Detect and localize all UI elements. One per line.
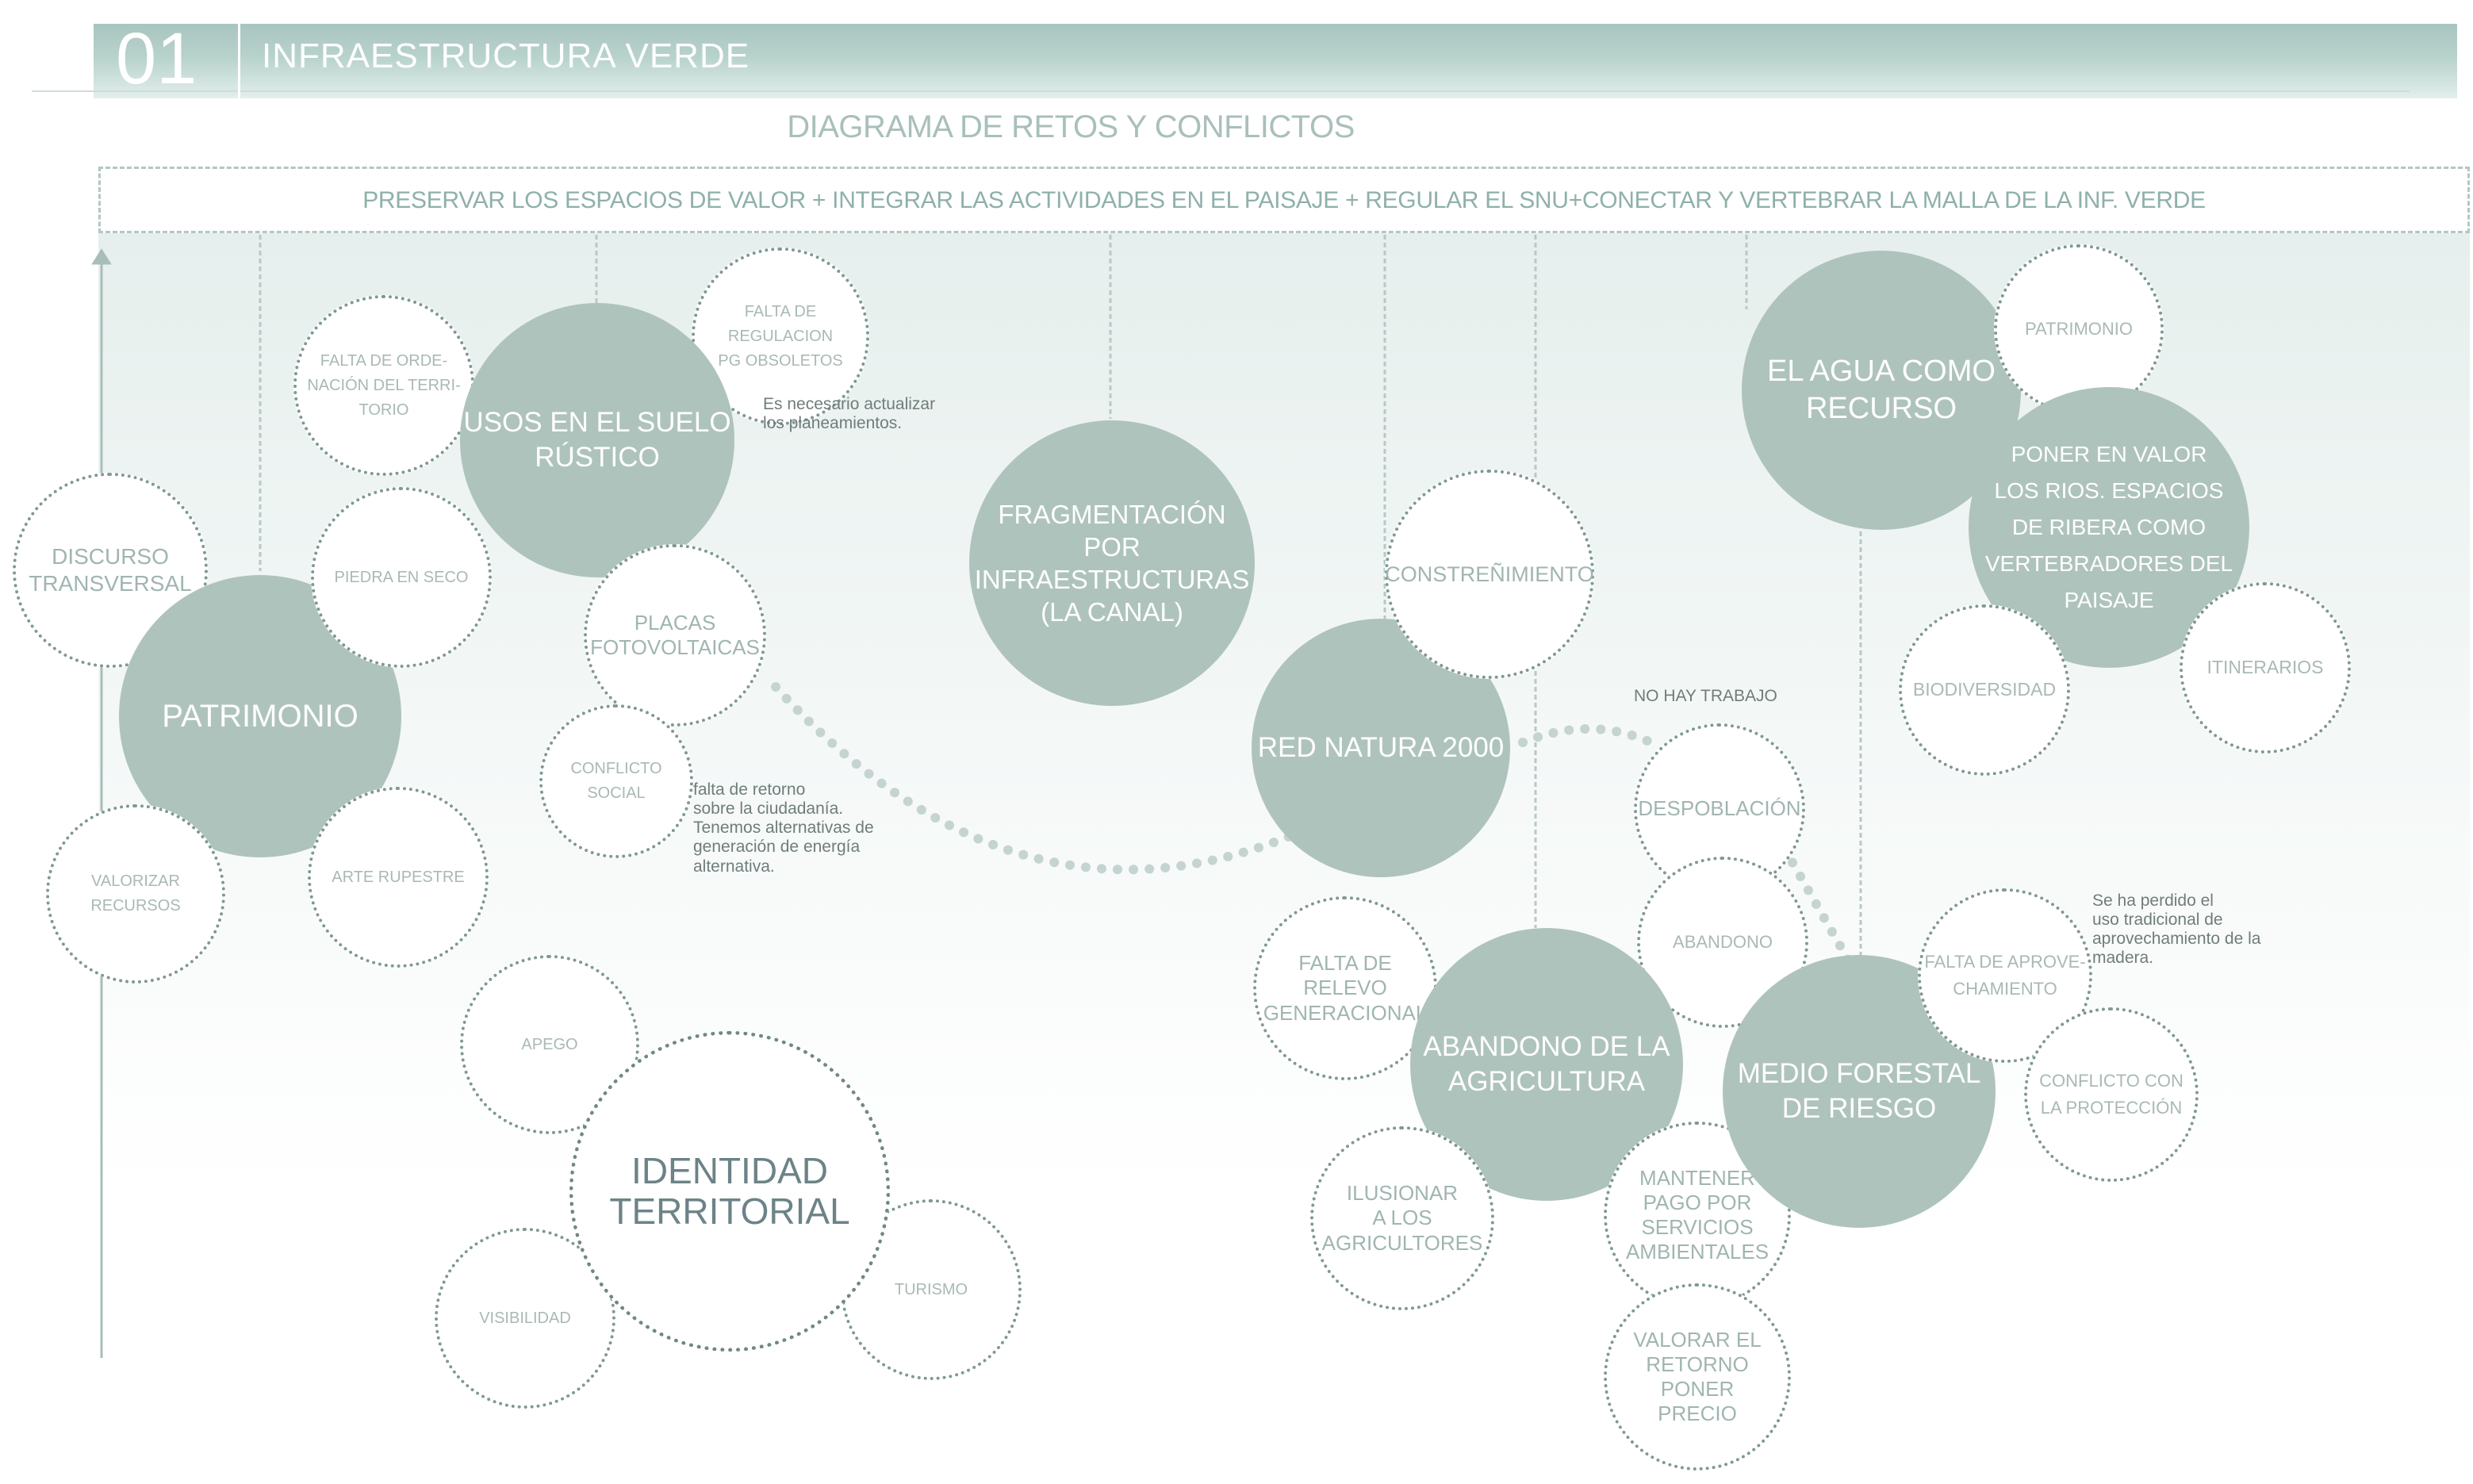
bubble-ilusionar: ILUSIONAR A LOS AGRICULTORES: [1310, 1126, 1494, 1310]
bubble-conflicto-proteccion: CONFLICTO CON LA PROTECCIÓN: [2024, 1007, 2199, 1182]
goals-text: PRESERVAR LOS ESPACIOS DE VALOR + INTEGR…: [362, 187, 2206, 213]
diagram-title: DIAGRAMA DE RETOS Y CONFLICTOS: [787, 109, 1355, 144]
axis-arrow: [91, 248, 112, 265]
bubble-fragmentacion: FRAGMENTACIÓN POR INFRAESTRUCTURAS (LA C…: [969, 420, 1255, 706]
section-number: 01: [116, 18, 197, 99]
bubble-valorizar-recursos: VALORIZAR RECURSOS: [46, 804, 225, 984]
bubble-constrenimiento: CONSTREÑIMIENTO: [1385, 470, 1594, 679]
bubble-itinerarios: ITINERARIOS: [2180, 582, 2351, 754]
dotted-link-despoblacion-to-forestal: [1780, 844, 1853, 964]
bubble-valorar-retorno: VALORAR EL RETORNO PONER PRECIO: [1604, 1283, 1791, 1471]
bubble-piedra-en-seco: PIEDRA EN SECO: [311, 487, 492, 668]
note-no-hay-trabajo: NO HAY TRABAJO: [1634, 687, 1777, 705]
dotted-arc-placas-to-red-natura: [771, 682, 1337, 875]
bubble-usos-suelo-rustico: USOS EN EL SUELO RÚSTICO: [460, 303, 734, 577]
header-separator: [238, 24, 240, 98]
bubble-patrimonio-small: PATRIMONIO: [1994, 244, 2164, 414]
bubble-identidad-territorial: IDENTIDAD TERRITORIAL: [569, 1031, 890, 1352]
dotted-arc-red-natura-to-despoblacion: [1518, 724, 1662, 750]
bubble-medio-forestal: MEDIO FORESTAL DE RIESGO: [1723, 955, 1996, 1228]
note-retorno: falta de retorno sobre la ciudadanía. Te…: [693, 780, 874, 876]
bubble-placas-fotovoltaicas: PLACAS FOTOVOLTAICAS: [584, 544, 766, 727]
bubble-falta-relevo: FALTA DE RELEVO GENERACIONAL: [1253, 896, 1437, 1080]
bubble-falta-ordenacion: FALTA DE ORDE- NACIÓN DEL TERRI- TORIO: [293, 295, 474, 476]
section-title: INFRAESTRUCTURA VERDE: [262, 36, 750, 75]
bubble-agua-recurso: EL AGUA COMO RECURSO: [1742, 251, 2021, 530]
bubble-conflicto-social: CONFLICTO SOCIAL: [539, 704, 693, 858]
header-banner: [94, 24, 2457, 98]
note-madera: Se ha perdido el uso tradicional de apro…: [2092, 892, 2261, 968]
header-underline: [32, 90, 2410, 92]
bubble-biodiversidad: BIODIVERSIDAD: [1899, 604, 2070, 776]
goals-box: [98, 167, 2470, 233]
note-planeamientos: Es necesario actualizar los planeamiento…: [763, 395, 936, 433]
bubble-arte-rupestre: ARTE RUPESTRE: [308, 787, 489, 968]
